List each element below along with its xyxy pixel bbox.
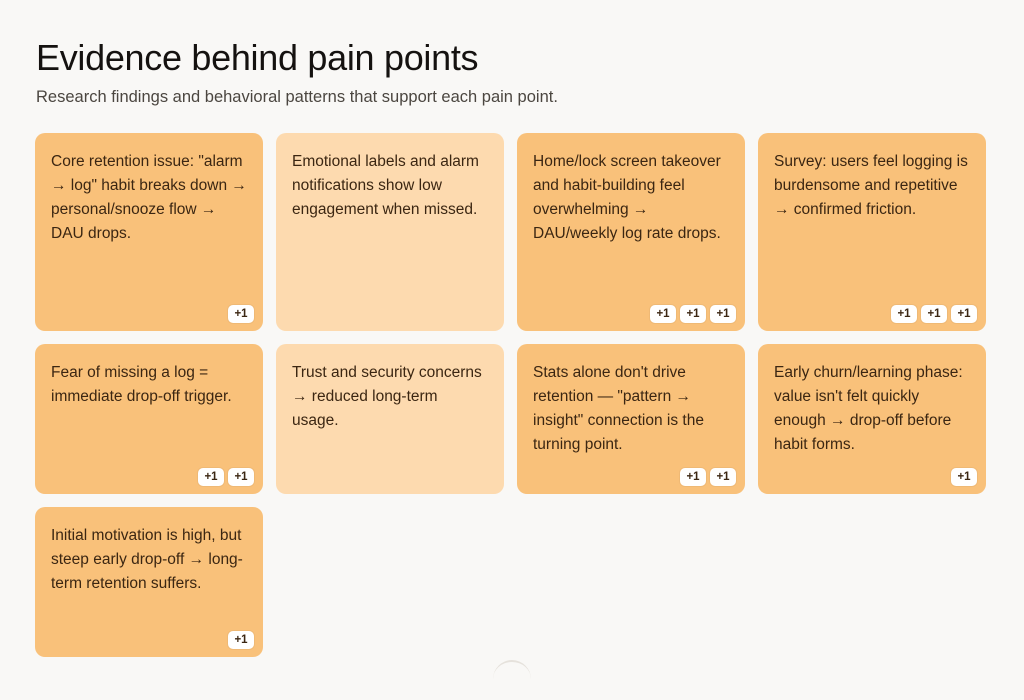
page-title: Evidence behind pain points <box>36 37 479 78</box>
vote-badge[interactable]: +1 <box>710 305 736 323</box>
evidence-card[interactable]: Fear of missing a log = immediate drop-o… <box>35 344 263 494</box>
evidence-card-text: Emotional labels and alarm notifications… <box>292 153 479 218</box>
vote-badge[interactable]: +1 <box>680 468 706 486</box>
vote-badge[interactable]: +1 <box>951 468 977 486</box>
vote-badge[interactable]: +1 <box>650 305 676 323</box>
evidence-card[interactable]: Survey: users feel logging is burdensome… <box>758 133 986 331</box>
page-subtitle: Research findings and behavioral pattern… <box>36 88 558 106</box>
evidence-grid: Core retention issue: "alarm → log" habi… <box>35 133 986 657</box>
evidence-card-text: Early churn/learning phase: value isn't … <box>774 364 963 453</box>
scroll-indicator[interactable] <box>493 660 531 680</box>
evidence-card-text: Fear of missing a log = immediate drop-o… <box>51 364 232 405</box>
vote-badges: +1 +1 +1 <box>650 305 736 323</box>
vote-badge[interactable]: +1 <box>228 468 254 486</box>
vote-badge[interactable]: +1 <box>228 631 254 649</box>
evidence-card-text: Initial motivation is high, but steep ea… <box>51 527 243 592</box>
evidence-card[interactable]: Initial motivation is high, but steep ea… <box>35 507 263 657</box>
vote-badges: +1 +1 <box>198 468 254 486</box>
evidence-card-text: Survey: users feel logging is burdensome… <box>774 153 968 218</box>
vote-badges: +1 <box>951 468 977 486</box>
evidence-card[interactable]: Core retention issue: "alarm → log" habi… <box>35 133 263 331</box>
evidence-card-text: Trust and security concerns → reduced lo… <box>292 364 482 429</box>
evidence-card-text: Core retention issue: "alarm → log" habi… <box>51 153 247 242</box>
vote-badge[interactable]: +1 <box>710 468 736 486</box>
vote-badges: +1 <box>228 631 254 649</box>
vote-badge[interactable]: +1 <box>921 305 947 323</box>
evidence-card-text: Stats alone don't drive retention — "pat… <box>533 364 704 453</box>
vote-badge[interactable]: +1 <box>228 305 254 323</box>
vote-badges: +1 <box>228 305 254 323</box>
vote-badge[interactable]: +1 <box>891 305 917 323</box>
vote-badges: +1 +1 +1 <box>891 305 977 323</box>
evidence-card[interactable]: Stats alone don't drive retention — "pat… <box>517 344 745 494</box>
vote-badge[interactable]: +1 <box>951 305 977 323</box>
vote-badges: +1 +1 <box>680 468 736 486</box>
evidence-card[interactable]: Early churn/learning phase: value isn't … <box>758 344 986 494</box>
evidence-card[interactable]: Emotional labels and alarm notifications… <box>276 133 504 331</box>
evidence-card[interactable]: Trust and security concerns → reduced lo… <box>276 344 504 494</box>
evidence-card[interactable]: Home/lock screen takeover and habit-buil… <box>517 133 745 331</box>
vote-badge[interactable]: +1 <box>198 468 224 486</box>
vote-badge[interactable]: +1 <box>680 305 706 323</box>
evidence-card-text: Home/lock screen takeover and habit-buil… <box>533 153 721 242</box>
